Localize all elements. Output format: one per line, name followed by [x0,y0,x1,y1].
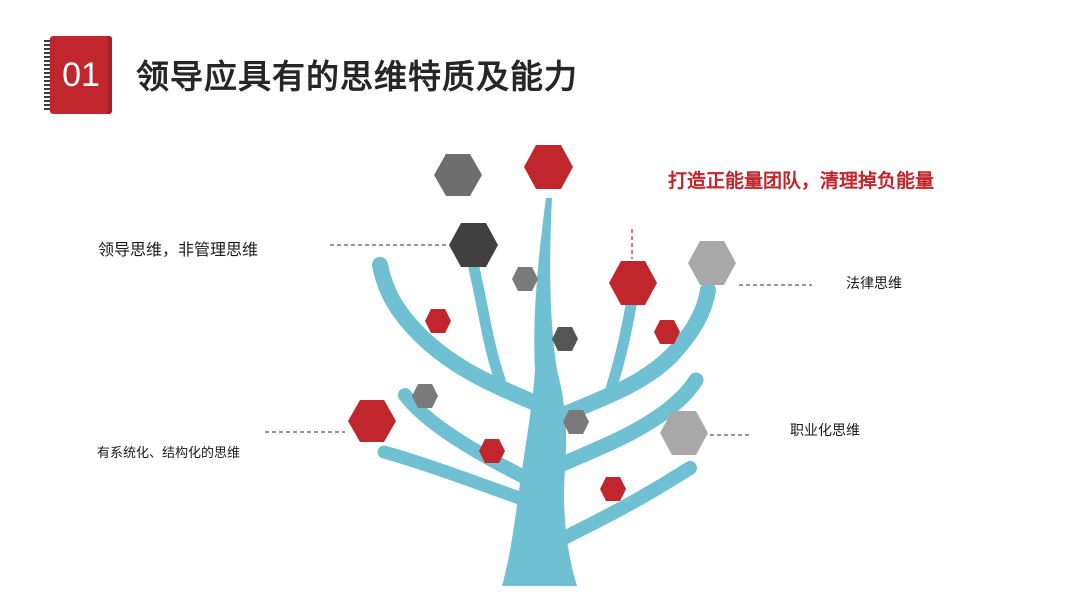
label-leadership-thinking: 领导思维，非管理思维 [98,240,259,259]
tree-branch [377,445,532,507]
hexagon-icon [412,384,438,408]
section-number-badge: 01 [44,36,112,114]
label-legal-thinking: 法律思维 [846,276,902,292]
tree-branch [544,282,716,428]
hexagon-icon [563,410,589,434]
hexagon-icon [609,261,657,305]
hexagon-icon [654,320,680,344]
label-systematic-thinking: 有系统化、结构化的思维 [97,446,241,461]
leader-lines [265,229,812,436]
tree-trunk [502,198,577,586]
hexagon-icon [512,267,538,291]
hexagon-icon [479,439,505,463]
hexagon-icon [552,327,578,351]
hexagon-icon [348,400,396,442]
tree-illustration [372,198,716,586]
section-number: 01 [62,56,100,94]
hexagon-icon [449,223,498,267]
hexagon-icon [600,477,626,501]
notebook-spiral-icon [44,40,52,110]
tree-branch [372,257,548,413]
tree-branch [553,461,697,547]
notebook-cover [50,36,112,114]
label-positive-energy-team: 打造正能量团队，清理掉负能量 [668,170,935,192]
tree-branch [602,294,638,404]
hexagon-icon [425,309,451,333]
tree-branch [468,262,506,386]
hexagon-icon [688,241,736,285]
hexagon-nodes [348,145,736,501]
hexagon-icon [434,154,482,196]
hexagon-icon [660,411,708,455]
label-professional-thinking: 职业化思维 [790,423,860,439]
tree-branch [398,388,537,487]
hexagon-icon [524,145,573,189]
page-title: 领导应具有的思维特质及能力 [136,57,578,96]
tree-branch [552,372,704,473]
